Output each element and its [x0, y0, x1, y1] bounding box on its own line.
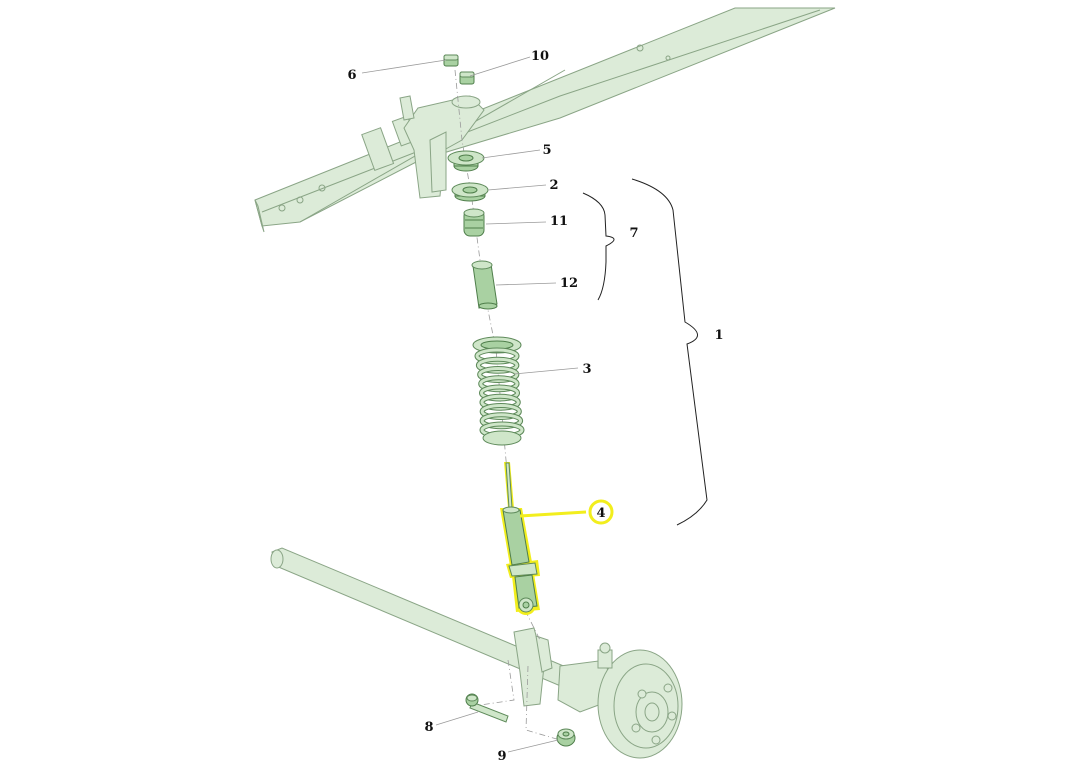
brake-disc-hub: [597, 642, 683, 759]
spring-coil-highlight: [480, 404, 521, 419]
part-2-spring-seat: [451, 182, 489, 202]
part-6-nut: [443, 54, 459, 67]
callout-2[interactable]: 2: [549, 178, 558, 193]
callout-7[interactable]: 7: [629, 226, 638, 241]
spring-coil-highlight: [479, 376, 519, 392]
spring-coil-highlight: [478, 367, 519, 382]
spring-coil-highlight: [475, 348, 519, 364]
callout-4-highlighted[interactable]: 4: [588, 499, 614, 525]
upper-shock-mount-bracket: [399, 95, 485, 199]
part-8-bolt: [465, 693, 509, 723]
callout-11[interactable]: 11: [550, 214, 568, 229]
callout-12[interactable]: 12: [560, 276, 578, 291]
part-11-bump-stop: [463, 208, 485, 237]
part-9-nut: [556, 728, 576, 747]
spring-coil-highlight: [480, 394, 520, 410]
callout-9[interactable]: 9: [497, 749, 506, 764]
callout-6[interactable]: 6: [347, 68, 356, 83]
leader-lines: [361, 56, 587, 753]
part-12-dust-boot: [471, 260, 498, 310]
callout-3[interactable]: 3: [582, 362, 591, 377]
callout-labels: 6 10 5 2 11 12 3 7 1 8 9 4: [347, 49, 723, 764]
part-10-nut: [459, 71, 475, 85]
part-5-upper-insulator: [447, 150, 485, 172]
callout-8[interactable]: 8: [424, 720, 433, 735]
bracket-7: [582, 192, 615, 301]
callout-10[interactable]: 10: [531, 49, 549, 64]
part-3-coil-spring: [472, 336, 525, 446]
callout-5[interactable]: 5: [542, 143, 551, 158]
bracket-1: [631, 178, 708, 526]
highlight-ring: [588, 499, 614, 525]
assembly-centerline: [454, 69, 561, 741]
spring-coil-highlight: [476, 357, 519, 373]
rear-axle: [270, 547, 613, 713]
part-4-shock-absorber: [500, 462, 540, 615]
frame-rail: [254, 7, 836, 233]
callout-1[interactable]: 1: [714, 328, 723, 343]
spring-coil-highlight: [480, 413, 523, 429]
spring-coil-highlight: [480, 385, 519, 401]
callout-4: 4: [596, 506, 605, 521]
